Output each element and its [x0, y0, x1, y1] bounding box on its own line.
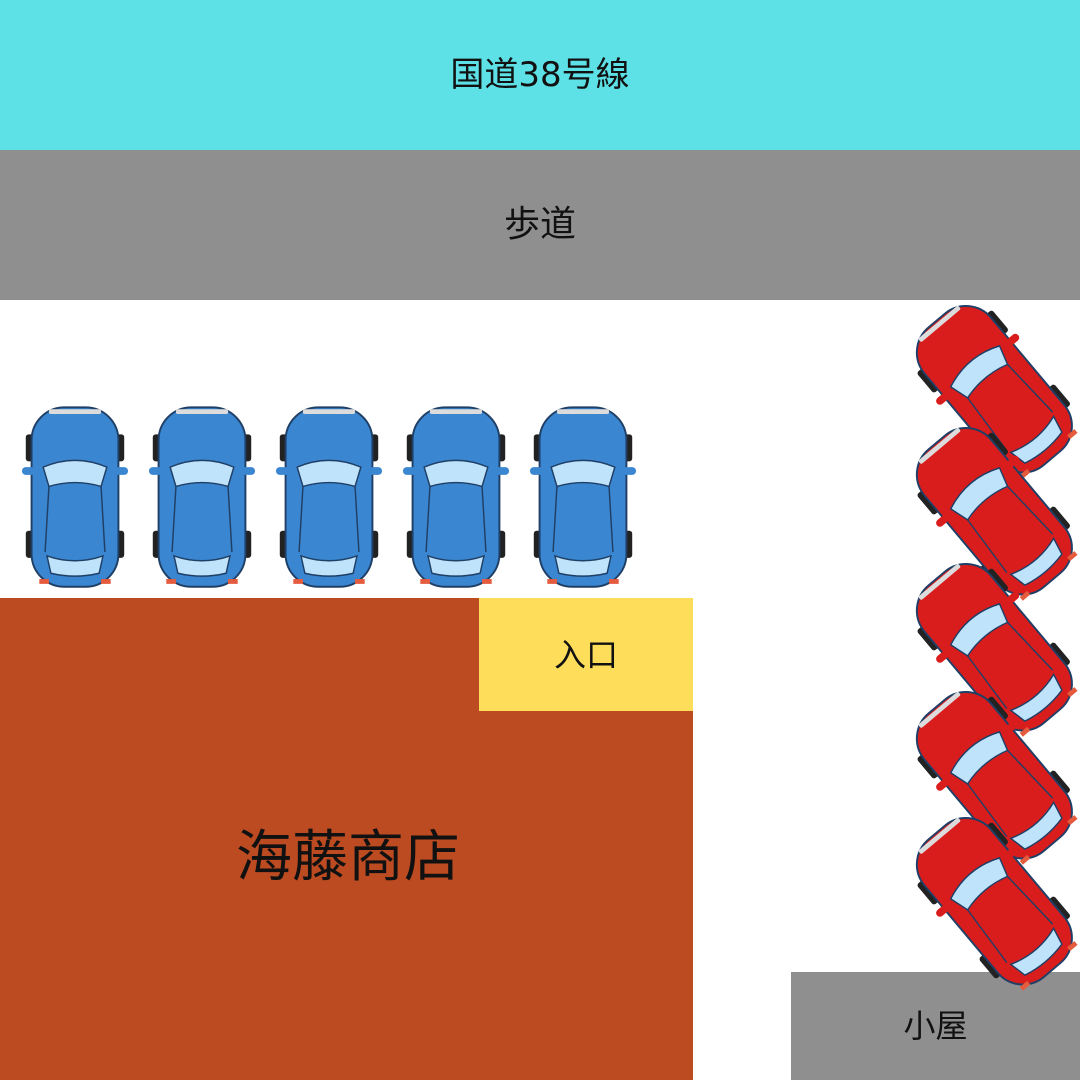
shop-label: 海藤商店 [236, 825, 460, 890]
blue-car-icon [147, 406, 257, 588]
shed-label: 小屋 [903, 1007, 968, 1045]
sidewalk: 歩道 [0, 150, 1080, 300]
national-route-38-road: 国道38号線 [0, 0, 1080, 150]
entrance-area: 入口 [479, 598, 693, 711]
sidewalk-label: 歩道 [503, 204, 576, 245]
blue-car-icon [401, 406, 511, 588]
road-label: 国道38号線 [450, 55, 630, 95]
blue-car-icon [274, 406, 384, 588]
blue-car-icon [20, 406, 130, 588]
shed: 小屋 [791, 972, 1080, 1080]
entrance-label: 入口 [553, 635, 618, 674]
blue-car-icon [528, 406, 638, 588]
